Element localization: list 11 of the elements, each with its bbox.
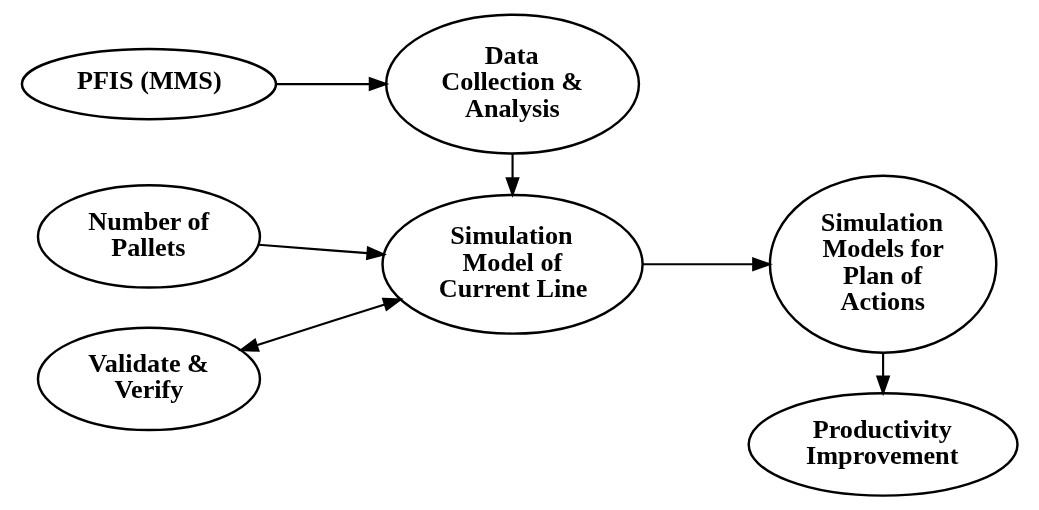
arrow: [276, 76, 390, 92]
node-ellipse: PFIS (MMS): [20, 47, 278, 121]
arrow: [642, 257, 773, 272]
node-ellipse: Data Collection & Analysis: [384, 13, 641, 155]
node-ellipse: Simulation Models for Plan of Actions: [768, 174, 998, 354]
node-ellipse: Number of Pallets: [36, 184, 262, 289]
arrow: [258, 243, 388, 261]
arrow: [875, 352, 891, 397]
arrow: [505, 153, 520, 198]
arrow: [238, 297, 404, 352]
node-ellipse: Productivity Improvement: [747, 392, 1019, 497]
